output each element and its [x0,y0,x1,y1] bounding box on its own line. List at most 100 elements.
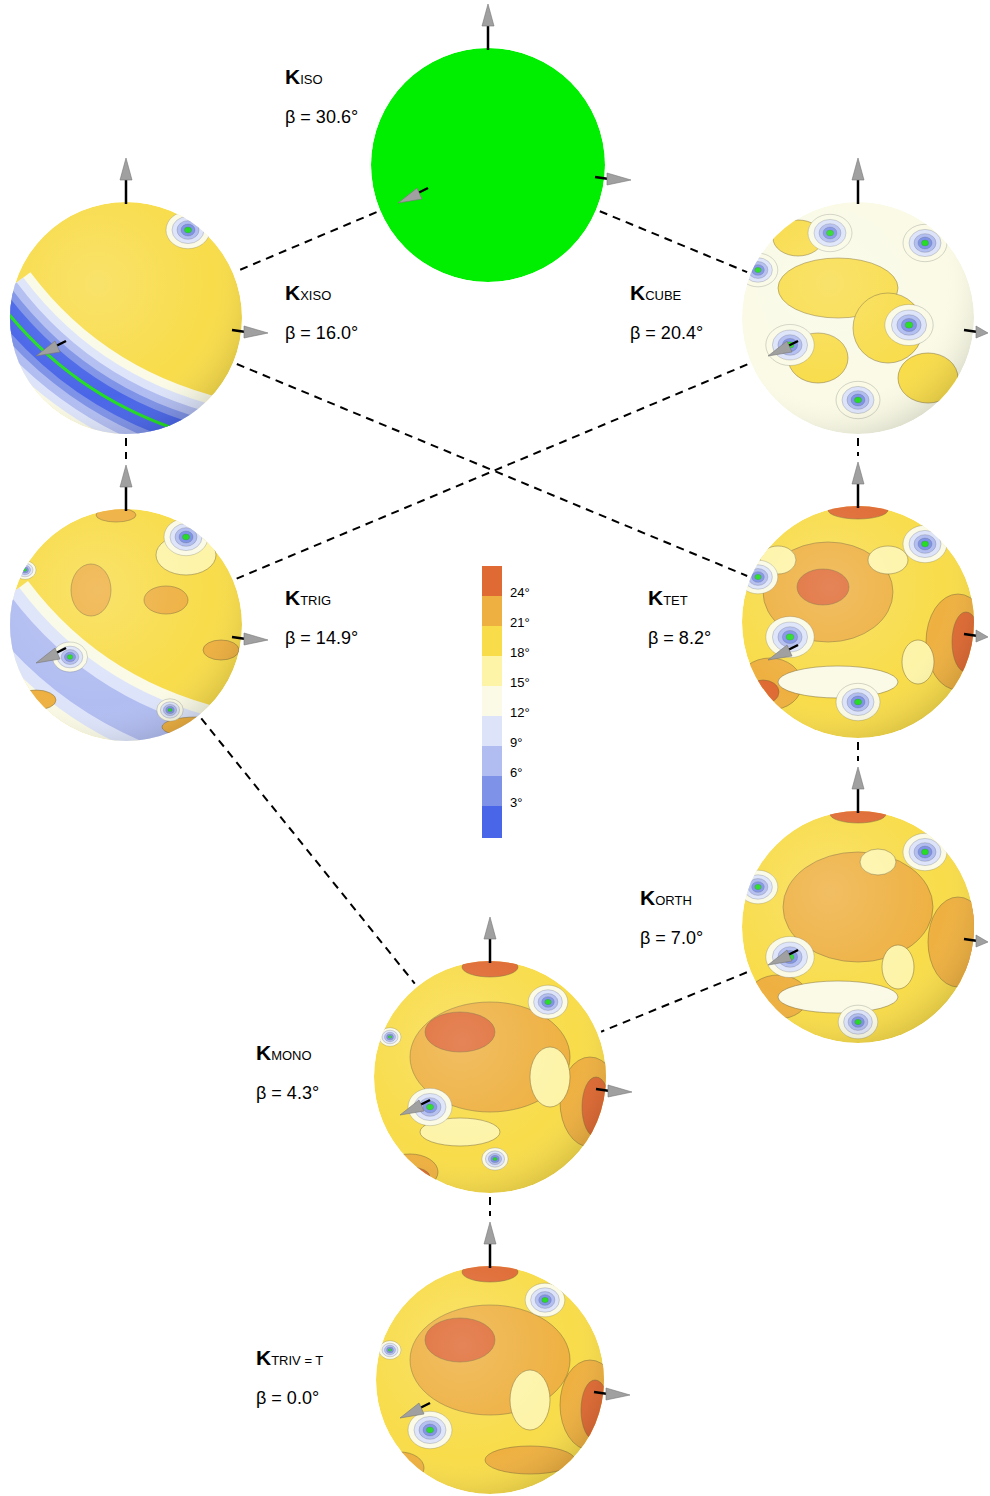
beta-value: β = 30.6° [285,102,358,132]
axis-arrowhead [852,462,864,484]
dashed-connector [237,212,377,271]
beta-value: β = 20.4° [630,318,703,348]
symmetry-sphere: KISOβ = 30.6° [371,48,605,282]
minimum-spot [741,1016,745,1019]
tensor-name: KISO [285,62,358,102]
beta-value: β = 14.9° [285,623,358,653]
minimum-spot [746,700,750,704]
axis-line [489,937,492,963]
sphere-surface [371,48,605,282]
legend-label: 18° [510,644,530,662]
beta-value: β = 8.2° [648,623,711,653]
sphere-iso [371,48,605,282]
symmetry-sphere: KTRIV = Tβ = 0.0° [376,1266,604,1494]
legend-swatch [482,776,502,806]
sphere-surface [0,508,242,753]
sphere-illustration [10,509,242,741]
axis-line [487,24,490,50]
axis-arrowhead [768,645,792,660]
minimum-spot [737,382,763,404]
dashed-connector [125,438,127,459]
axis-arrowhead [608,1085,632,1097]
beta-value: β = 0.0° [256,1383,323,1413]
minimum-spot [735,691,761,713]
legend-label: 9° [510,734,522,752]
minimum-spot [740,1014,747,1020]
symmetry-sphere: KMONOβ = 4.3° [374,961,606,1193]
axis-arrowhead [244,326,268,338]
minimum-spot [741,696,754,707]
axis-arrowhead [852,767,864,789]
legend-label: 6° [510,764,522,782]
sphere-illustration [374,961,606,1193]
minimum-spot [953,390,972,406]
contour-region [380,1460,410,1480]
legend-swatch [482,596,502,626]
shading [742,506,974,738]
dashed-connector [601,972,747,1031]
legend-swatch [482,656,502,686]
symmetry-sphere: KCUBEβ = 20.4° [742,202,974,434]
axis-arrowhead [606,1388,630,1400]
sphere-label: KMONOβ = 4.3° [256,1038,319,1108]
tensor-name: KTET [648,583,711,623]
minimum-spot [738,1012,749,1021]
symmetry-sphere: KORTHβ = 7.0° [742,811,974,1043]
legend-label: 12° [510,704,530,722]
dashed-connector [600,211,747,272]
sphere-label: KORTHβ = 7.0° [640,883,703,953]
sphere-label: KTRIGβ = 14.9° [285,583,358,653]
minimum-spot [743,387,756,398]
sphere-illustration [742,202,974,434]
axis-arrowhead [768,950,792,965]
sphere-surface [0,202,242,446]
sphere-illustration [742,811,974,1043]
axis-line [857,178,860,204]
axis-line [125,178,128,204]
axis-arrowhead [398,188,422,203]
beta-value: β = 7.0° [640,923,703,953]
sphere-base [376,1266,604,1494]
minimum-spot [735,1010,751,1024]
axis-arrowhead [120,158,132,180]
sphere-surface [376,1262,620,1494]
tensor-name: KXISO [285,278,358,318]
axis-arrowhead [400,1403,424,1418]
tensor-name: KCUBE [630,278,703,318]
axis-arrowhead [120,465,132,487]
axis-arrowhead [484,1222,496,1244]
sphere-surface [737,202,976,434]
sphere-label: KCUBEβ = 20.4° [630,278,703,348]
shading [10,509,242,741]
sphere-base [10,202,242,434]
sphere-base [374,961,606,1193]
sphere-label: KXISOβ = 16.0° [285,278,358,348]
sphere-base [742,506,974,738]
beta-value: β = 16.0° [285,318,358,348]
shading [742,811,974,1043]
legend-swatch [482,566,502,596]
axis-line [857,482,860,508]
shading [742,202,974,434]
axis-arrowhead [484,917,496,939]
sphere-base [742,811,974,1043]
axis-line [489,1242,492,1268]
sphere-illustration [376,1266,604,1494]
axis-arrowhead [607,173,631,185]
legend-label: 21° [510,614,530,632]
shading [10,202,242,434]
legend-label: 24° [510,584,530,602]
axis-arrowhead [768,341,792,356]
axis-arrowhead [976,326,988,338]
dashed-connector [237,364,748,578]
tensor-name: KORTH [640,883,703,923]
sphere-illustration [742,506,974,738]
axis-arrowhead [976,935,988,947]
sphere-base [742,202,974,434]
sphere-surface [374,957,620,1193]
dashed-connector [857,742,859,761]
dashed-connector [237,364,747,576]
axis-line [125,485,128,511]
legend-swatch [482,716,502,746]
minimum-spot [740,385,759,401]
